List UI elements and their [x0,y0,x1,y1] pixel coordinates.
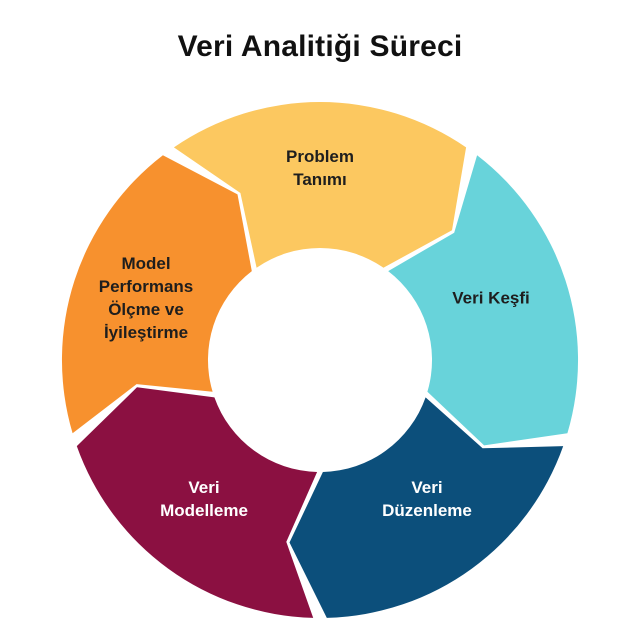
label-veri-kesfi: Veri Keşfi [452,288,530,308]
segment-problem-tanimi [173,102,467,268]
segment-veri-kesfi [388,155,579,446]
segment-model-performans [61,155,252,434]
segment-veri-modelleme [76,387,318,618]
diagram-title: Veri Analitiği Süreci [177,30,463,63]
segment-veri-duzenleme [289,397,564,618]
